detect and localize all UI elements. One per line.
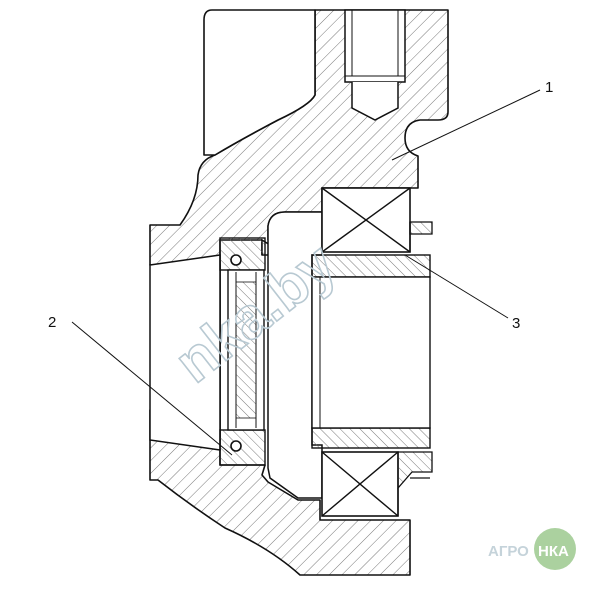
leader-line-2 — [71, 321, 233, 456]
callout-2: 2 — [48, 314, 56, 331]
logo-circle-icon — [534, 528, 576, 570]
threaded-hole — [344, 9, 406, 121]
seal-assembly — [219, 237, 266, 466]
shaft-core — [311, 276, 431, 429]
bearing-top — [321, 187, 411, 253]
shaft-bore — [267, 211, 323, 499]
leader-line-1 — [391, 89, 541, 161]
agronka-logo: АГРО НКА — [488, 528, 576, 570]
callout-3: 3 — [512, 315, 520, 332]
logo-right-text: НКА — [538, 543, 569, 560]
leader-line-3 — [404, 254, 509, 319]
retaining-ring — [397, 221, 433, 516]
housing-upper-outline — [203, 9, 316, 156]
inner-ring-bottom — [311, 427, 431, 449]
callout-1: 1 — [545, 79, 553, 96]
logo-left-text: АГРО — [488, 543, 529, 560]
bearing-bottom — [321, 451, 399, 517]
